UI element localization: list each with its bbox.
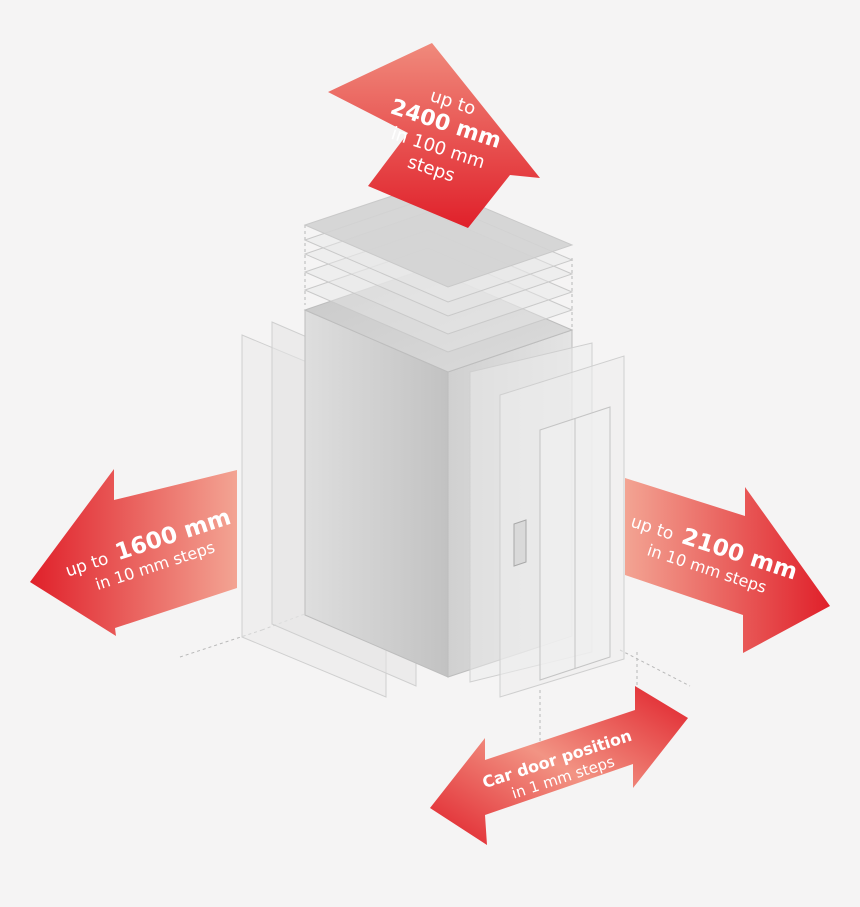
car-door <box>513 406 611 681</box>
door-button-panel <box>513 519 527 567</box>
arrow-up-icon <box>328 43 540 228</box>
arrow-right-icon <box>625 478 830 653</box>
height-adjust-layers <box>303 183 574 353</box>
door-position-arrow: Car door position in 1 mm steps <box>430 686 688 845</box>
double-arrow-icon <box>430 686 688 845</box>
width-arrow: up to 1600 mm in 10 mm steps <box>30 469 237 636</box>
arrow-left-icon <box>30 469 237 636</box>
height-arrow: up to 2400 mm in 100 mm steps <box>328 43 540 228</box>
depth-arrow: up to 2100 mm in 10 mm steps <box>625 478 830 653</box>
